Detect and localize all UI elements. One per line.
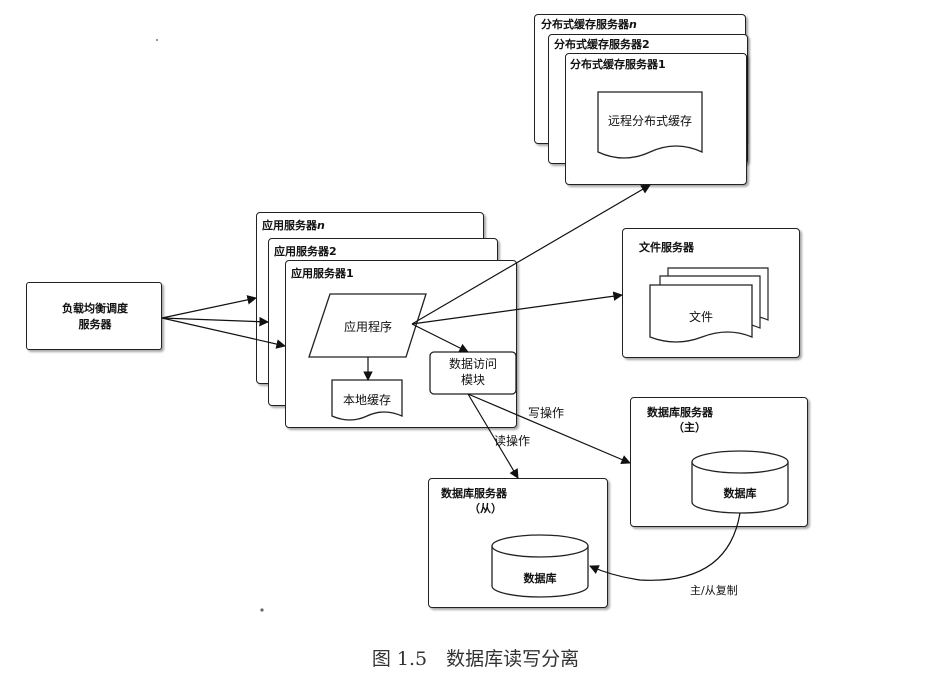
db-master-db-label: 数据库: [723, 487, 757, 500]
local-cache-label: 本地缓存: [342, 393, 391, 407]
app-server-2-label: 应用服务器2: [274, 245, 337, 258]
db-slave-role: （从）: [469, 502, 502, 515]
data-access-module-label: 数据访问 模块: [448, 357, 497, 387]
app-server-1-label: 应用服务器1: [291, 267, 354, 280]
write-operation-arrow: [467, 393, 631, 465]
remote-cache-label: 远程分布式缓存: [607, 114, 692, 128]
lb-to-app-2-arrow: [161, 316, 269, 327]
app-to-cache-arrow: [411, 184, 651, 325]
db-slave-db-label: 数据库: [523, 572, 557, 585]
db-master-role: （主）: [673, 421, 706, 434]
data-access-module-shape: [429, 351, 517, 395]
scan-dot-bottom: [260, 608, 264, 612]
db-master-cylinder-icon: [691, 450, 789, 514]
cache-server-1-label: 分布式缓存服务器1: [570, 58, 666, 71]
lb-to-app-n-arrow: [161, 295, 257, 319]
app-program-label: 应用程序: [343, 320, 392, 334]
lb-to-app-1-arrow: [161, 317, 286, 349]
cache-server-2-label: 分布式缓存服务器2: [554, 38, 650, 51]
load-balancer-box: 负载均衡调度 服务器: [26, 282, 162, 350]
file-document-front-icon: [649, 284, 753, 343]
db-master-title: 数据库服务器: [647, 406, 713, 419]
scan-dot-top: [156, 39, 158, 41]
read-operation-label: 读操作: [494, 434, 531, 448]
file-server-title: 文件服务器: [639, 241, 694, 254]
replication-label: 主/从复制: [690, 584, 738, 597]
app-to-data-access-arrow: [411, 323, 469, 353]
app-program-shape: [308, 293, 427, 358]
cache-server-n-label: 分布式缓存服务器n: [541, 18, 637, 31]
write-operation-label: 写操作: [528, 406, 565, 420]
read-operation-arrow: [467, 393, 519, 479]
replication-arrow: [589, 512, 741, 581]
remote-cache-document-icon: [597, 91, 703, 159]
figure-caption: 图 1.5 数据库读写分离: [371, 648, 580, 670]
app-to-file-arrow: [411, 291, 623, 325]
load-balancer-label: 负载均衡调度 服务器: [62, 302, 128, 331]
local-cache-document-icon: [331, 379, 403, 421]
file-label: 文件: [688, 310, 713, 324]
db-slave-title: 数据库服务器: [441, 487, 507, 500]
db-slave-cylinder-icon: [491, 534, 589, 598]
app-server-n-label: 应用服务器n: [262, 219, 325, 232]
